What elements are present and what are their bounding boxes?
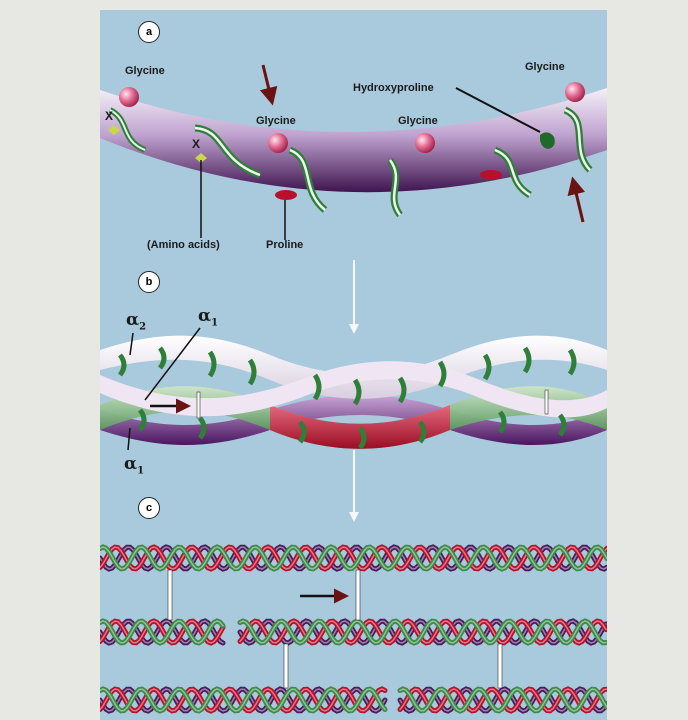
panel-b-marker: b (138, 271, 160, 293)
panel-b-triple-helix (100, 328, 607, 450)
crosslink-rung (498, 644, 502, 688)
crosslink-rung (356, 570, 360, 620)
amino-acid-x-label-left: X (105, 109, 113, 123)
alpha2-label: α2 (126, 310, 146, 332)
amino-acids-label: (Amino acids) (147, 239, 220, 251)
alpha1-bottom-label: α1 (124, 454, 144, 476)
glycine-label-right: Glycine (525, 61, 565, 73)
glycine-label-left: Glycine (125, 65, 165, 77)
hydroxyproline-label: Hydroxyproline (353, 82, 434, 94)
crosslink-rung (168, 570, 172, 620)
crosslink-rung (284, 644, 288, 688)
collagen-figure: a b c Glycine Glycine Glycine Glycine Hy… (100, 10, 607, 720)
collagen-diagram (100, 10, 607, 720)
glycine-label-mid: Glycine (256, 115, 296, 127)
glycine-label-center: Glycine (398, 115, 438, 127)
fibril-row-3-left (100, 689, 385, 711)
panel-c-marker: c (138, 497, 160, 519)
panel-a-marker: a (138, 21, 160, 43)
proline-label: Proline (266, 239, 303, 251)
fibril-row-1 (100, 547, 607, 569)
fibril-row-3-right (400, 689, 607, 711)
amino-acid-x-label-mid: X (192, 137, 200, 151)
alpha1-top-label: α1 (198, 306, 218, 328)
fibril-row-2-left (100, 621, 223, 643)
panel-c-fibrils (100, 547, 607, 711)
fibril-row-2-right (240, 621, 606, 643)
